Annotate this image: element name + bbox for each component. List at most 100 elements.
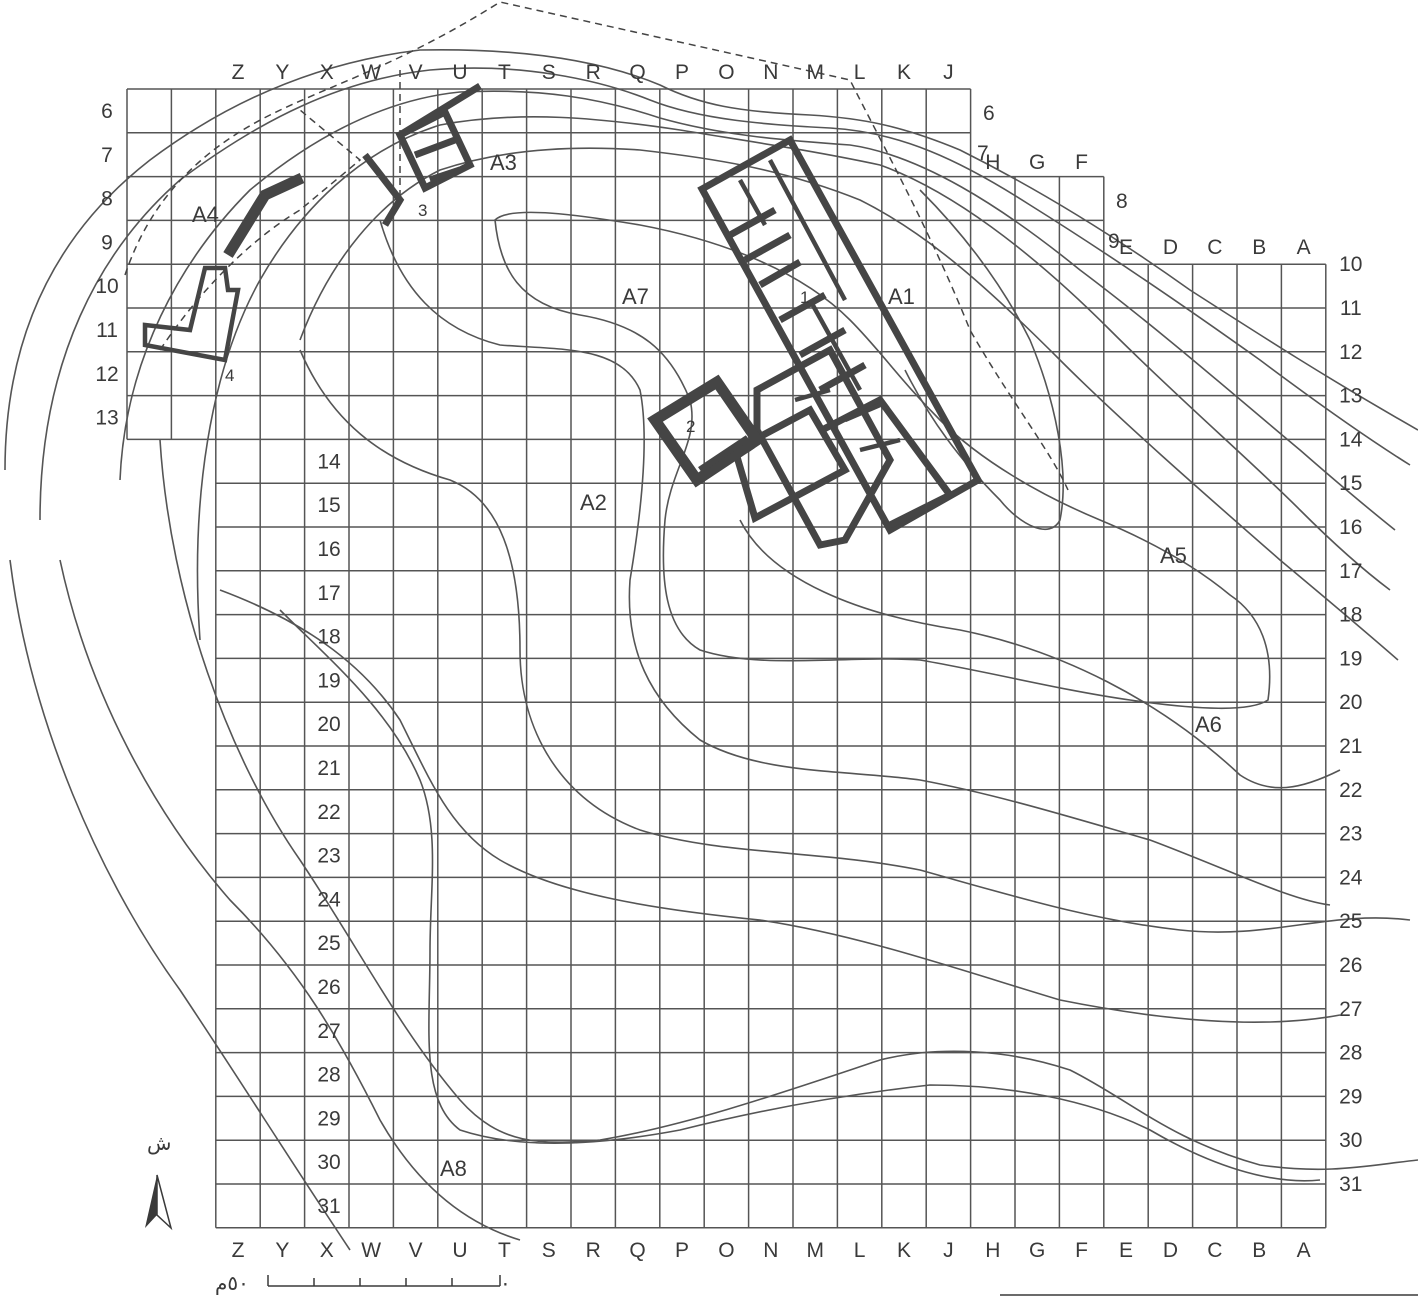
row-label-right: 17 <box>1339 560 1362 583</box>
scale-end-label: ٥٠م <box>215 1271 249 1295</box>
row-label-left: 17 <box>317 582 340 605</box>
area-label-a8: A8 <box>440 1156 467 1181</box>
column-label-top: P <box>675 61 689 84</box>
column-label-east: B <box>1252 236 1266 259</box>
column-label-bottom: J <box>943 1239 954 1262</box>
row-label-right: 15 <box>1339 472 1362 495</box>
row-label-left: 18 <box>317 626 340 649</box>
area-label-a4: A4 <box>192 202 219 227</box>
row-label-left: 26 <box>317 976 340 999</box>
column-label-bottom: E <box>1119 1239 1133 1262</box>
row-label-left: 11 <box>96 319 118 342</box>
north-label: ش <box>147 1131 171 1155</box>
column-label-top: Z <box>232 61 245 84</box>
row-label-right: 14 <box>1339 428 1363 451</box>
row-label-right: 19 <box>1339 647 1362 670</box>
row-label-left: 8 <box>101 188 113 211</box>
column-label-bottom: W <box>361 1239 381 1262</box>
row-label-left: 21 <box>317 757 340 780</box>
column-label-bottom: S <box>542 1239 556 1262</box>
building-label-3: 3 <box>418 201 427 220</box>
row-label-left: 27 <box>317 1020 340 1043</box>
column-label-bottom: N <box>763 1239 778 1262</box>
column-label-top: N <box>763 61 778 84</box>
column-label-top: X <box>320 61 334 84</box>
row-label-left: 23 <box>317 845 340 868</box>
column-label-top: W <box>361 61 381 84</box>
row-label-right: 10 <box>1339 253 1362 276</box>
column-label-bottom: V <box>409 1239 423 1262</box>
area-label-a6: A6 <box>1195 712 1222 737</box>
area-label-a5: A5 <box>1160 543 1187 568</box>
column-label-bottom: P <box>675 1239 689 1262</box>
column-label-bottom: M <box>806 1239 824 1262</box>
row-label-left: 15 <box>317 494 340 517</box>
column-label-bottom: F <box>1075 1239 1088 1262</box>
column-label-bottom: R <box>586 1239 601 1262</box>
row-label-right: 22 <box>1339 779 1362 802</box>
row-label-left: 12 <box>95 363 118 386</box>
grid-lines <box>126 88 1327 1229</box>
row-label-right: 28 <box>1339 1042 1362 1065</box>
row-label-right: 21 <box>1339 735 1362 758</box>
building-label-4: 4 <box>225 366 234 385</box>
row-label-left: 7 <box>101 144 113 167</box>
column-label-bottom: O <box>718 1239 734 1262</box>
column-label-bottom: U <box>452 1239 467 1262</box>
column-label-bottom: Y <box>275 1239 289 1262</box>
column-label-bottom: X <box>320 1239 334 1262</box>
row-label-right: 31 <box>1339 1173 1362 1196</box>
area-label-a1: A1 <box>888 284 915 309</box>
row-label-right: 12 <box>1339 341 1362 364</box>
row-label-left: 25 <box>317 932 340 955</box>
row-label-right: 29 <box>1339 1085 1362 1108</box>
column-label-bottom: L <box>854 1239 866 1262</box>
row-label-right: 27 <box>1339 998 1362 1021</box>
row-label-left: 9 <box>101 231 113 254</box>
column-label-bottom: G <box>1029 1239 1045 1262</box>
column-label-bottom: A <box>1297 1239 1311 1262</box>
column-label-top: J <box>943 61 954 84</box>
row-label-right: 26 <box>1339 954 1362 977</box>
row-label-left: 30 <box>317 1151 340 1174</box>
row-label-right: 18 <box>1339 604 1362 627</box>
column-label-top: L <box>854 61 866 84</box>
column-label-top: S <box>542 61 556 84</box>
column-label-top: V <box>409 61 423 84</box>
column-label-step: G <box>1029 151 1045 174</box>
row-label-left: 28 <box>317 1064 340 1087</box>
column-label-bottom: T <box>498 1239 511 1262</box>
column-label-bottom: C <box>1207 1239 1222 1262</box>
row-label-left: 29 <box>317 1107 340 1130</box>
column-label-top: Q <box>629 61 645 84</box>
building-label-2: 2 <box>686 417 695 436</box>
row-label-left: 6 <box>101 100 113 123</box>
row-label-right: 11 <box>1340 297 1362 320</box>
column-label-top: R <box>586 61 601 84</box>
column-label-east: E <box>1119 236 1133 259</box>
row-label-left: 22 <box>317 801 340 824</box>
column-label-top: Y <box>275 61 289 84</box>
column-label-bottom: B <box>1252 1239 1266 1262</box>
row-label-left: 20 <box>317 713 340 736</box>
row-label-left: 16 <box>317 538 340 561</box>
column-label-bottom: D <box>1163 1239 1178 1262</box>
row-label-right: 16 <box>1339 516 1362 539</box>
row-label-right: 20 <box>1339 691 1362 714</box>
row-label-right-7: 7 <box>977 142 989 165</box>
row-label-left: 10 <box>95 275 118 298</box>
row-label-right: 13 <box>1339 385 1362 408</box>
building-1-walls <box>697 135 983 549</box>
column-label-bottom: H <box>985 1239 1000 1262</box>
column-label-top: M <box>806 61 824 84</box>
row-label-left: 24 <box>317 888 341 911</box>
row-label-left: 13 <box>95 407 118 430</box>
column-label-top: T <box>498 61 511 84</box>
row-label-right-8: 8 <box>1116 190 1128 213</box>
row-label-left: 31 <box>317 1195 340 1218</box>
row-label-right: 25 <box>1339 910 1362 933</box>
area-label-a2: A2 <box>580 490 607 515</box>
row-label-right: 24 <box>1339 866 1363 889</box>
row-label-right: 30 <box>1339 1129 1362 1152</box>
